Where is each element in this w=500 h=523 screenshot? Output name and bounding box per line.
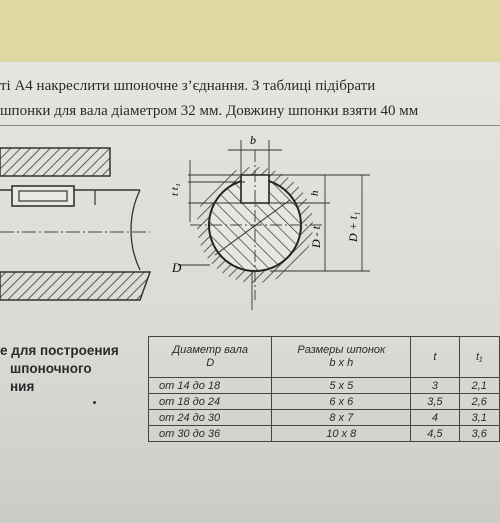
- divider-line: [0, 125, 500, 126]
- cell-t: 3,5: [410, 393, 460, 410]
- cell-t1: 3,1: [458, 409, 500, 426]
- cell-key-size: 8 x 7: [271, 409, 412, 426]
- header-key-size: Размеры шпонок b x h: [271, 336, 412, 378]
- cell-key-size: 5 x 5: [271, 377, 412, 394]
- table-row: от 14 до 18 5 x 5 3 2,1: [147, 377, 500, 394]
- table-caption: е для построения шпоночного ния: [0, 342, 142, 396]
- background-band: [0, 0, 500, 62]
- task-text-line-2: шпонки для вала діаметром 32 мм. Довжину…: [0, 103, 419, 119]
- cell-t: 4,5: [410, 425, 460, 442]
- caption-line-3: ния: [10, 379, 35, 394]
- cross-section: [190, 150, 325, 300]
- dim-label-d: D: [171, 260, 182, 275]
- cell-t1: 2,6: [458, 393, 500, 410]
- dim-label-d-minus-t: D - t: [309, 225, 323, 249]
- header-shaft-diameter: Диаметр вала D: [147, 336, 273, 378]
- cell-key-size: 10 x 8: [271, 425, 412, 442]
- cell-t: 3: [410, 377, 460, 394]
- task-text-line-1: ті А4 накреслити шпоночне з’єднання. З т…: [0, 78, 376, 94]
- dimension-lines: [178, 140, 370, 310]
- cell-diameter: от 18 до 24: [147, 393, 273, 410]
- dim-label-h: h: [309, 190, 321, 196]
- cell-key-size: 6 x 6: [271, 393, 412, 410]
- dim-label-b: b: [250, 133, 256, 147]
- dim-label-d-plus-t1: D + t₁: [346, 212, 360, 243]
- dim-label-t-t1: t t₁: [169, 183, 181, 196]
- key-dimensions-table: Диаметр вала D Размеры шпонок b x h t t₁…: [147, 336, 500, 442]
- table-header-row: Диаметр вала D Размеры шпонок b x h t t₁: [147, 336, 500, 378]
- cell-diameter: от 14 до 18: [147, 377, 273, 394]
- longitudinal-section: [0, 147, 152, 301]
- key-joint-drawing: b t t₁ h D - t D + t₁ D: [0, 133, 370, 310]
- caption-line-1: е для построения: [0, 343, 119, 358]
- pen-dot: [93, 401, 96, 404]
- cell-t1: 3,6: [458, 425, 500, 442]
- cell-t: 4: [410, 409, 460, 426]
- table-row: от 24 до 30 8 x 7 4 3,1: [147, 409, 500, 426]
- cell-diameter: от 24 до 30: [147, 409, 273, 426]
- caption-line-2: шпоночного: [10, 361, 92, 376]
- cell-t1: 2,1: [458, 377, 500, 394]
- table-row: от 30 до 36 10 x 8 4,5 3,6: [147, 425, 500, 442]
- table-row: от 18 до 24 6 x 6 3,5 2,6: [147, 393, 500, 410]
- cell-diameter: от 30 до 36: [147, 425, 273, 442]
- header-t: t: [410, 336, 460, 378]
- header-t1: t₁: [458, 336, 500, 378]
